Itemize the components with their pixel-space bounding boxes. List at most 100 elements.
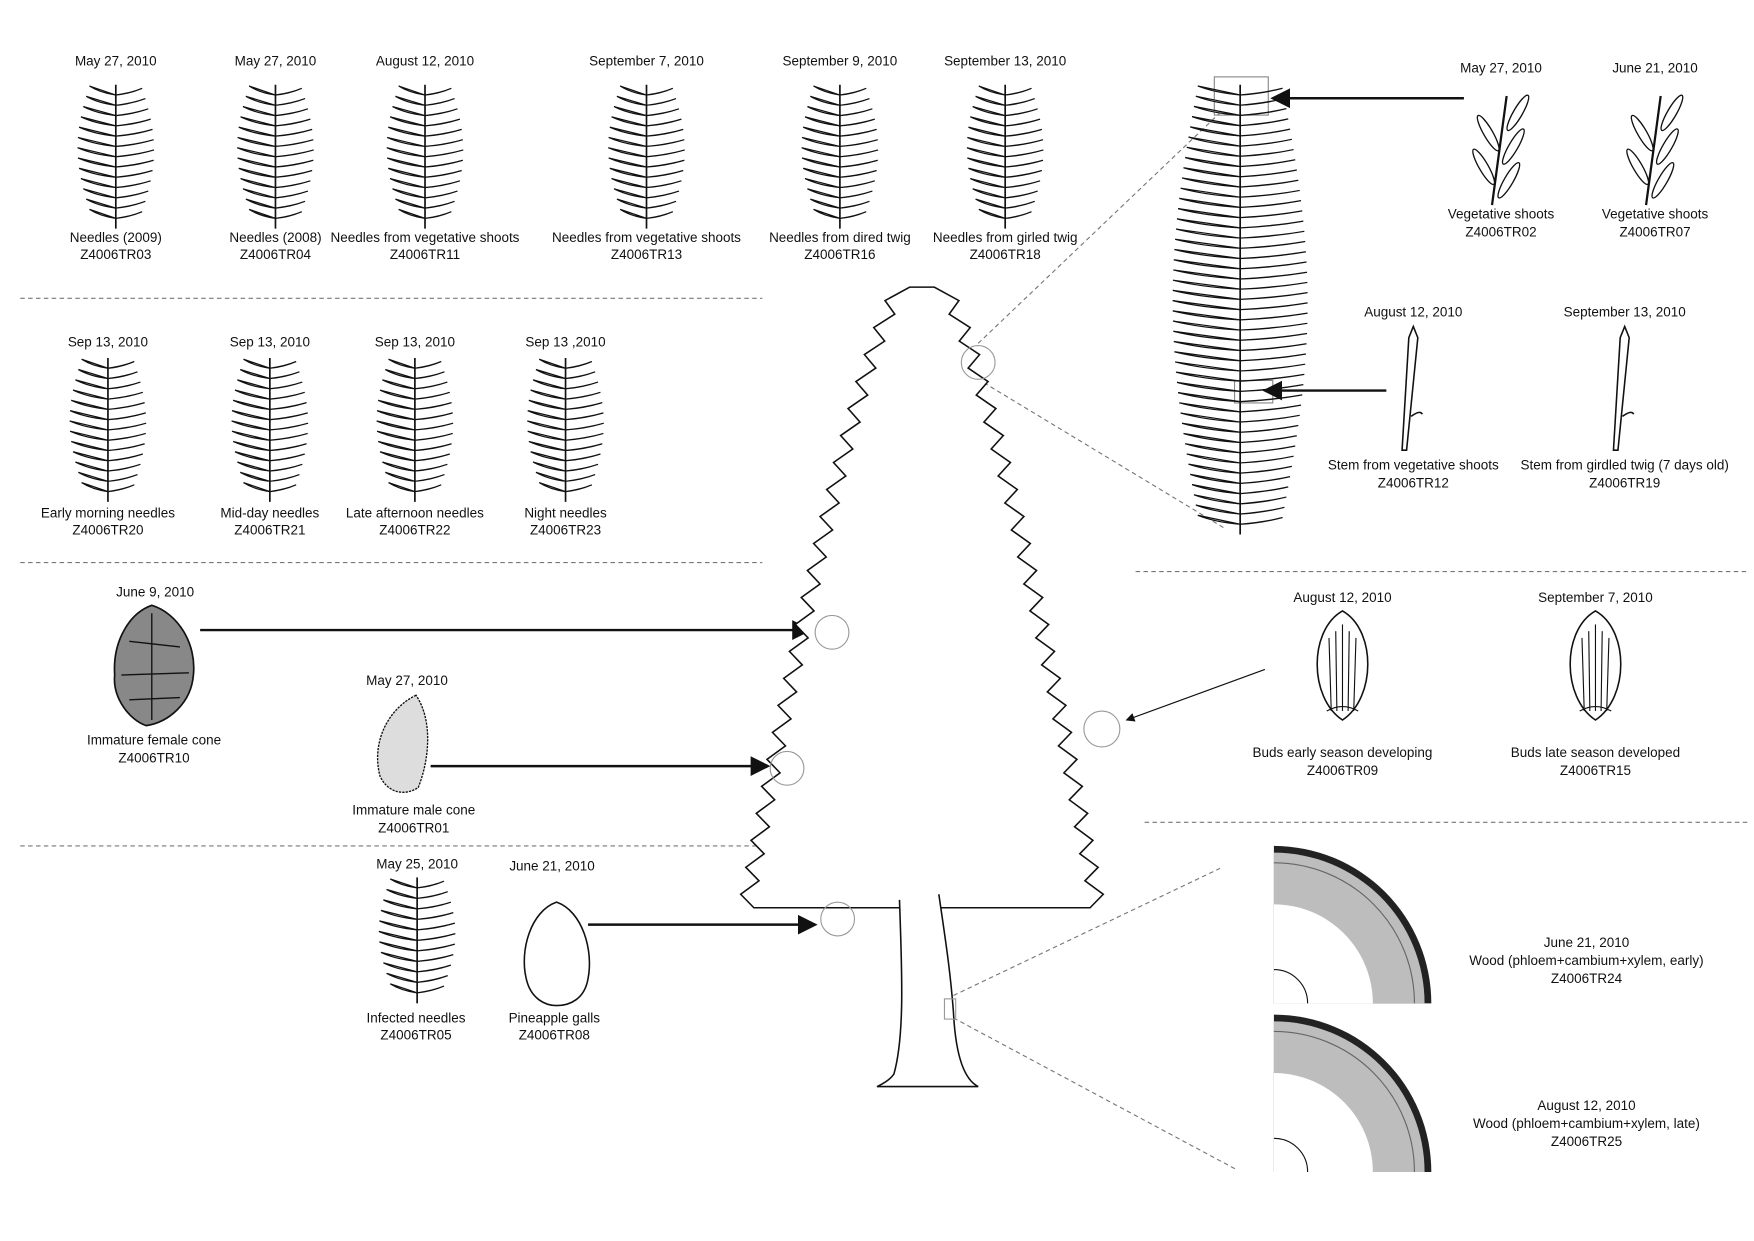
sample-id: Z4006TR03 [80,247,151,262]
needle-sprig-icon [69,357,147,502]
sample-id: Z4006TR21 [234,522,305,537]
sample-label: Stem from vegetative shoots [1328,457,1499,472]
sample-id: Z4006TR09 [1307,763,1378,778]
female-cone-sample: June 9, 2010 Immature female cone Z4006T… [87,584,813,766]
sample-id: Z4006TR16 [804,247,875,262]
sample-date: June 9, 2010 [116,584,194,599]
sample-id: Z4006TR02 [1465,225,1536,240]
sample-id: Z4006TR05 [380,1027,451,1042]
sample-label: Infected needles [367,1010,466,1025]
male-cone-icon [376,694,429,793]
wood-cross-section-icon [1273,1014,1432,1172]
sample-date: May 25, 2010 [376,856,458,871]
needle-sprig-icon [378,877,456,1004]
sample-label: Immature male cone [352,802,475,817]
sample-id: Z4006TR12 [1378,475,1449,490]
stem-icon [1401,324,1424,451]
sample-label: Needles from dired twig [769,230,911,245]
sample-label: Wood (phloem+cambium+xylem, early) [1469,953,1703,968]
sample-date: May 27, 2010 [1460,60,1542,75]
sample-date: June 21, 2010 [1544,935,1629,950]
sample-date: August 12, 2010 [1293,590,1391,605]
detail-box [1213,76,1269,116]
male-cone-sample: May 27, 2010 Immature male cone Z4006TR0… [352,673,771,835]
sample-date: Sep 13, 2010 [68,335,148,350]
needle-sprig-icon [236,84,314,229]
section-dividers [20,297,1749,847]
sample-id: Z4006TR22 [379,522,450,537]
sample-label: Wood (phloem+cambium+xylem, late) [1473,1116,1700,1131]
sample-label: Buds early season developing [1253,745,1433,760]
shoot-icon [1626,94,1684,206]
shoot-icon [1472,94,1530,206]
sample-date: Sep 13 ,2010 [525,335,605,350]
sample-label: Needles from vegetative shoots [552,230,741,245]
needle-sprig-icon [231,357,309,502]
sample-id: Z4006TR24 [1551,971,1623,986]
pineapple-galls-sample: June 21, 2010 Pineapple galls Z4006TR08 [509,859,818,1042]
sample-id: Z4006TR20 [72,522,143,537]
sample-label: Vegetative shoots [1448,207,1555,222]
tree-crown [739,286,1105,909]
sample-id: Z4006TR08 [519,1027,590,1042]
sample-label: Mid-day needles [220,506,319,521]
sample-label: Needles (2009) [70,230,162,245]
sample-date: August 12, 2010 [1537,1098,1635,1113]
sample-label: Early morning needles [41,506,175,521]
needle-sprig-icon [376,357,454,502]
sample-id: Z4006TR23 [530,522,601,537]
sample-date: September 7, 2010 [1538,590,1653,605]
needle-sprig-icon [386,84,464,229]
needle-sprig-icon [966,84,1044,229]
sample-id: Z4006TR07 [1619,225,1690,240]
sample-date: June 21, 2010 [1612,60,1697,75]
sample-id: Z4006TR25 [1551,1134,1622,1149]
sample-label: Immature female cone [87,733,221,748]
needle-sprig-icon [527,357,604,502]
sample-id: Z4006TR19 [1589,475,1660,490]
sample-id: Z4006TR18 [970,247,1041,262]
needle-sprig-icon [77,84,155,229]
tree-trunk [876,894,979,1088]
sample-date: September 7, 2010 [589,54,704,69]
sample-date: June 21, 2010 [509,859,594,874]
sample-label: Buds late season developed [1511,745,1680,760]
sample-label: Late afternoon needles [346,506,484,521]
sample-label: Night needles [524,506,607,521]
stem-icon [1612,324,1635,451]
wood-cross-section-icon [1273,845,1432,1004]
bud-icon [1569,610,1622,721]
infected-needles-sample: May 25, 2010 Infected needles Z4006TR05 [367,856,466,1042]
needle-sprig-icon [801,84,879,229]
zoom-guides [953,112,1238,1171]
enlarged-branch [1172,76,1308,535]
sample-date: May 27, 2010 [366,673,448,688]
sample-label: Vegetative shoots [1602,207,1709,222]
spruce-tree-illustration [739,286,1121,1088]
sample-label: Needles (2008) [229,230,321,245]
sample-date: August 12, 2010 [376,54,474,69]
sampling-circles [769,345,1121,1020]
sample-id: Z4006TR15 [1560,763,1631,778]
arrow [1125,668,1266,722]
sample-date: Sep 13, 2010 [375,335,455,350]
